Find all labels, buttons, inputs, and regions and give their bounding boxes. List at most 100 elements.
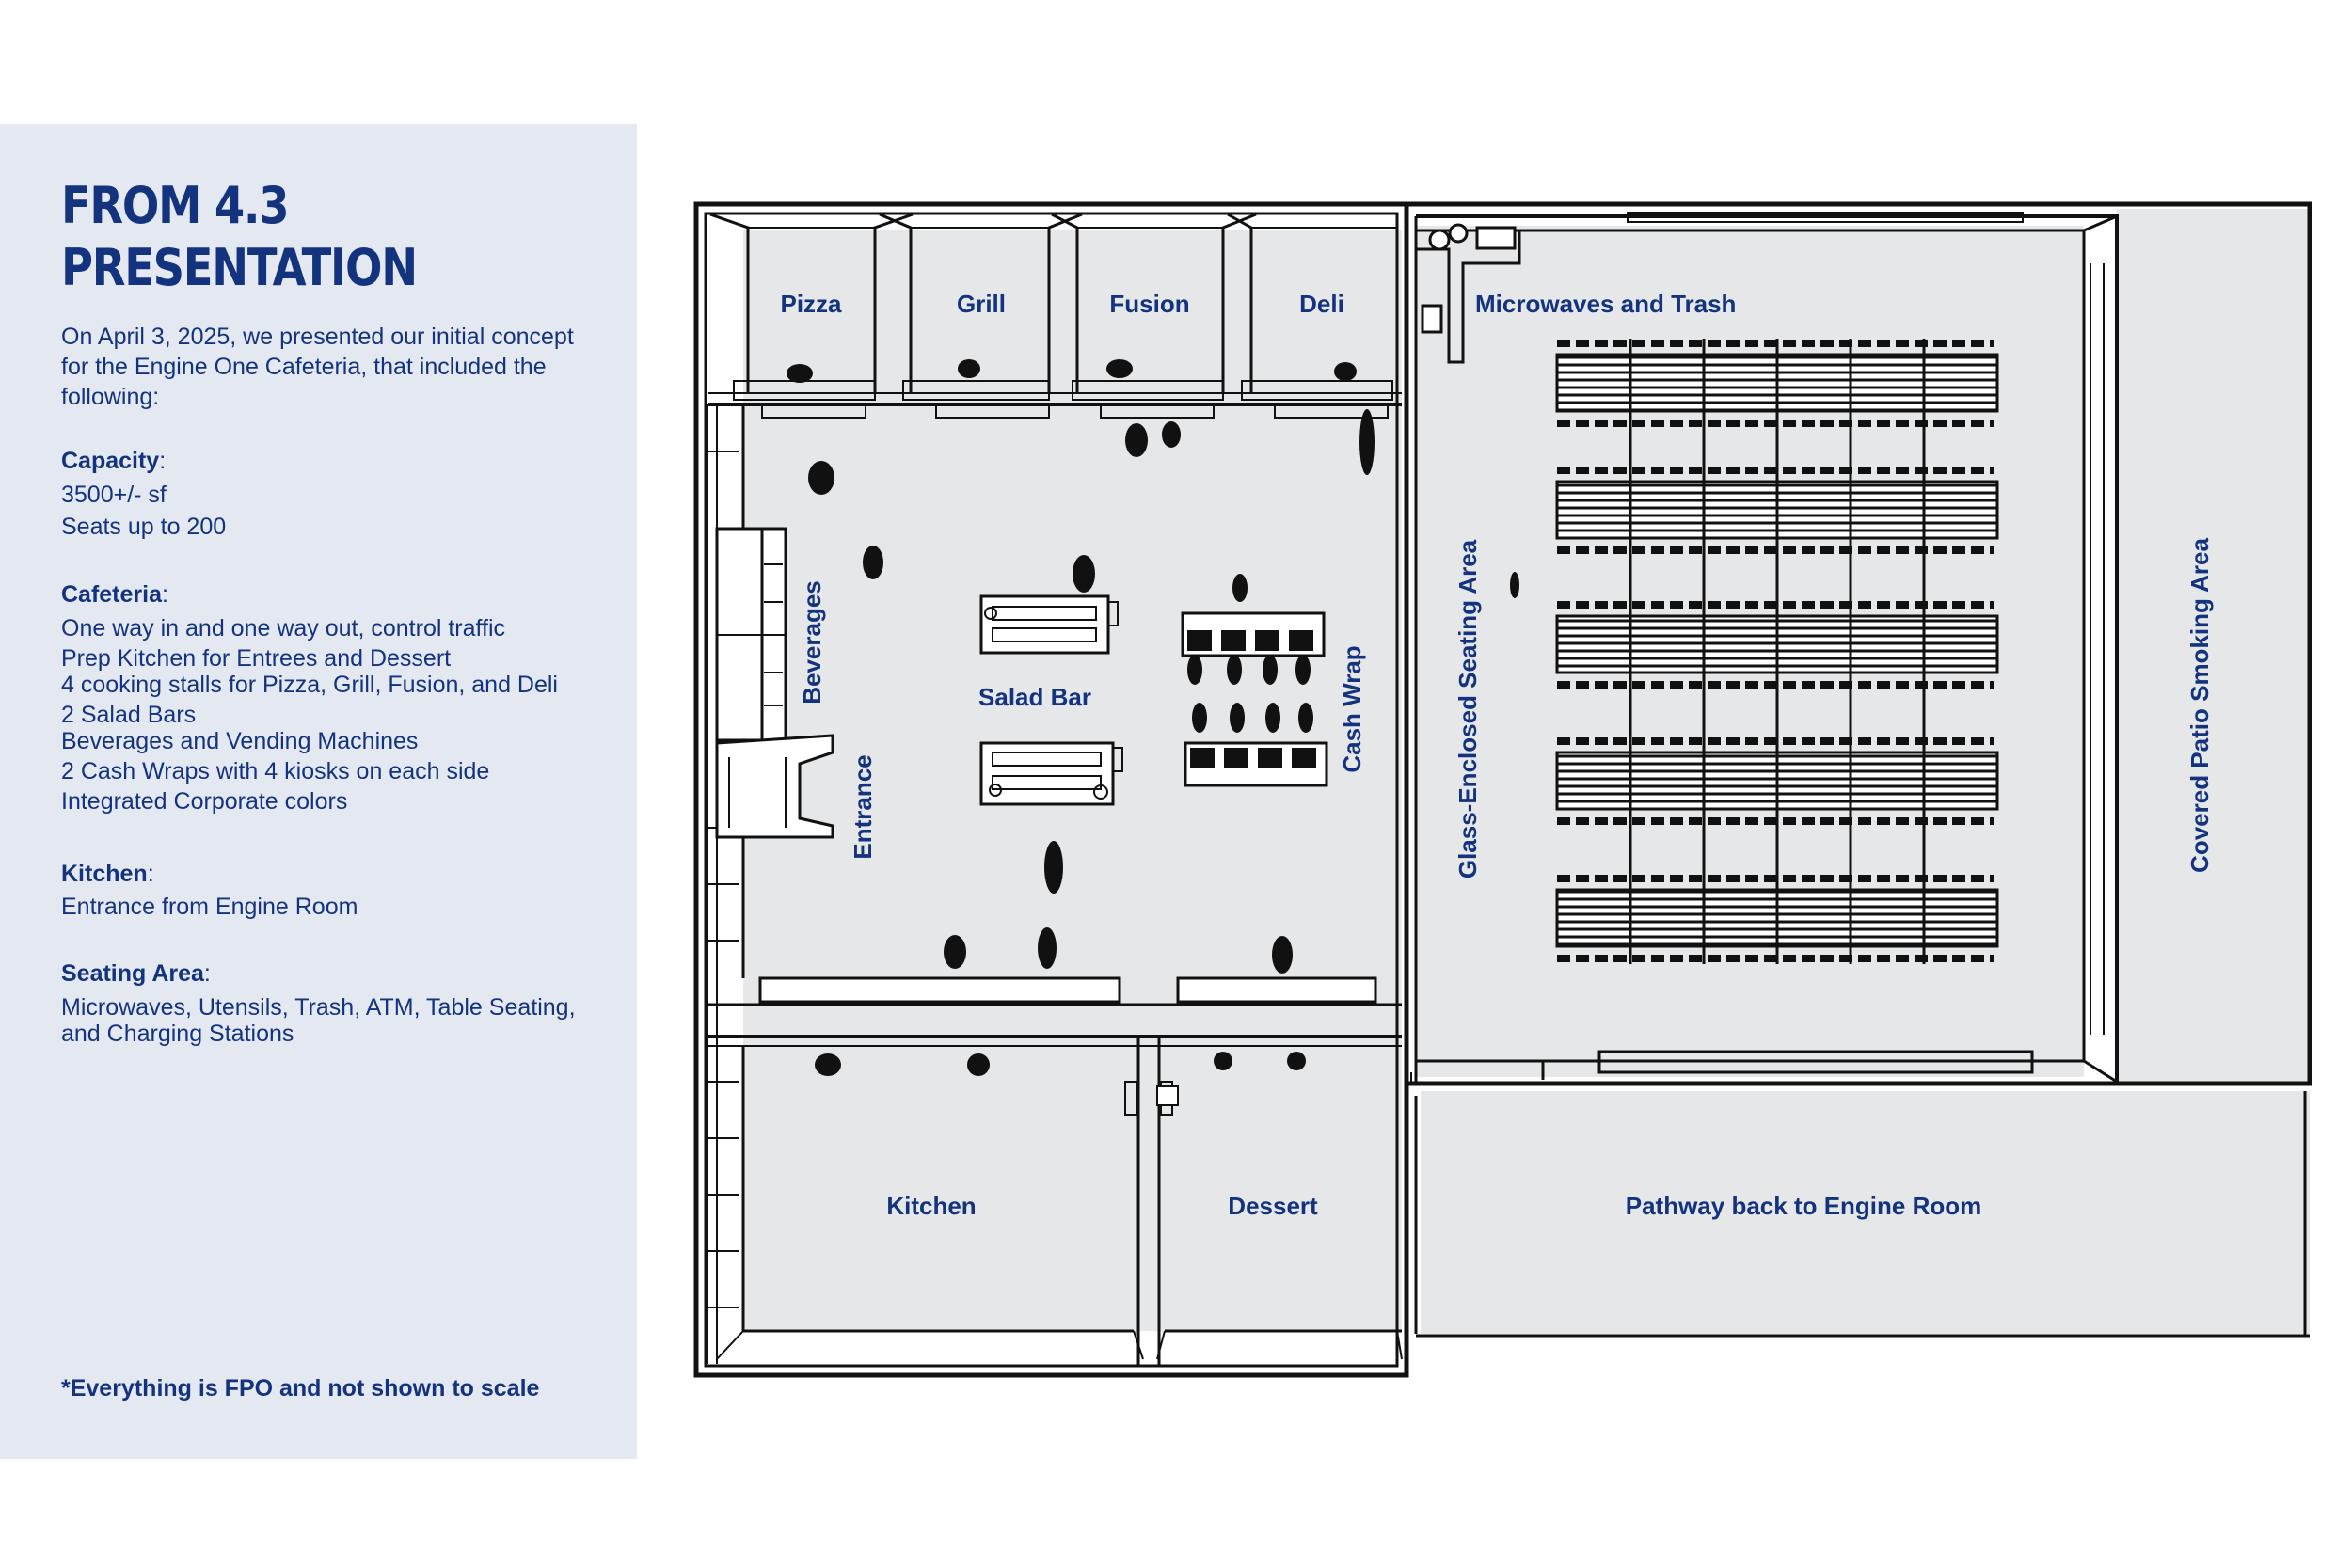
salad-bar-bowl: [1093, 784, 1108, 800]
person-icon: [1298, 703, 1313, 733]
person-icon: [1230, 703, 1245, 733]
stall-counter: [1072, 380, 1224, 401]
person-icon: [958, 359, 980, 378]
serving-counter-right: [1176, 976, 1377, 1004]
bottom-window-strip: [1597, 1050, 2034, 1074]
door: [1156, 1085, 1179, 1106]
corner: [716, 1330, 744, 1360]
person-icon: [1227, 655, 1242, 685]
person-icon: [1073, 555, 1095, 593]
person-icon: [1265, 703, 1280, 733]
label-pathway-back-to-engine-room: Pathway back to Engine Room: [1626, 1192, 1982, 1220]
walls: [693, 201, 2312, 1378]
salad-bar-tray: [992, 752, 1102, 767]
person-icon: [1272, 936, 1293, 974]
kiosk: [1187, 630, 1212, 651]
label-dessert: Dessert: [1228, 1192, 1318, 1220]
section-heading-capacity: Capacity:: [61, 448, 167, 474]
label-kitchen: Kitchen: [886, 1192, 976, 1220]
kiosk: [1255, 630, 1279, 651]
seating-corner: [2083, 214, 2118, 232]
salad-bar-top: [979, 594, 1110, 655]
cafeteria-inner-wall: [704, 212, 1399, 1368]
seating-area-list: Microwaves, Utensils, Trash, ATM, Table …: [61, 992, 626, 1049]
person-icon: [1295, 655, 1311, 685]
stall-ledge: [935, 404, 1050, 419]
person-icon: [815, 1053, 841, 1076]
info-panel: [0, 124, 637, 1459]
person-icon: [1125, 423, 1148, 457]
person-icon: [1187, 655, 1202, 685]
stall-counter: [1241, 380, 1393, 401]
label-glass-enclosed-seating-area: Glass-Enclosed Seating Area: [1454, 539, 1482, 879]
kiosk: [1224, 748, 1248, 768]
salad-bar-tray: [992, 606, 1097, 621]
door-jamb: [1124, 1081, 1137, 1116]
salad-bar-bowl: [989, 784, 1002, 797]
footnote: *Everything is FPO and not shown to scal…: [61, 1375, 540, 1402]
list-item: 3500+/- sf: [61, 482, 167, 508]
kitchen-list: Entrance from Engine Room: [61, 892, 626, 922]
person-icon: [1192, 703, 1207, 733]
panel-title: FROM 4.3 PRESENTATION: [61, 176, 418, 297]
table-dividers: [1629, 339, 1926, 964]
panel-intro: On April 3, 2025, we presented our initi…: [61, 324, 574, 410]
room-labels: Pizza Grill Fusion Deli Microwaves and T…: [780, 290, 2214, 1220]
serving-counter-left: [758, 976, 1121, 1004]
kiosk: [1292, 748, 1316, 768]
seating-corner: [2083, 1059, 2118, 1084]
section-heading-cafeteria: Cafeteria:: [61, 581, 168, 608]
person-icon: [1263, 655, 1278, 685]
seating-outer-wall: [1406, 201, 2312, 1086]
list-item: and Charging Stations: [61, 1021, 294, 1047]
corner: [1396, 1330, 1403, 1360]
list-item: Entrance from Engine Room: [61, 894, 358, 920]
salad-bar-bowl: [984, 607, 997, 620]
person-icon: [1287, 1052, 1306, 1070]
section-heading-kitchen: Kitchen:: [61, 861, 154, 887]
label-pizza: Pizza: [780, 290, 842, 318]
stall-ledge: [761, 404, 866, 419]
vending-machine: [715, 734, 834, 839]
stall-counter: [902, 380, 1050, 401]
seating-inner-frame: [1416, 229, 2086, 1063]
trash-bin: [1428, 229, 1451, 251]
corner: [1156, 1330, 1166, 1360]
section-heading-seating-area: Seating Area:: [61, 960, 211, 987]
person-icon: [1162, 421, 1181, 448]
kiosk: [1289, 630, 1313, 651]
people: [787, 359, 1519, 1076]
person-icon: [863, 546, 883, 579]
salad-bar-tray: [992, 775, 1102, 790]
list-item: One way in and one way out, control traf…: [61, 615, 506, 641]
person-icon: [1106, 359, 1133, 378]
list-item: Integrated Corporate colors: [61, 788, 348, 815]
list-item: Prep Kitchen for Entrees and Dessert: [61, 645, 452, 672]
kiosk: [1190, 748, 1215, 768]
label-deli: Deli: [1299, 290, 1344, 318]
salad-bar-end: [1112, 747, 1123, 772]
cafeteria-list: One way in and one way out, control traf…: [61, 613, 626, 816]
list-item: Beverages and Vending Machines: [61, 728, 419, 754]
list-item: 2 Salad Bars: [61, 702, 197, 728]
kiosks: [1187, 630, 1316, 768]
person-icon: [944, 935, 966, 969]
stall-ledge: [1274, 404, 1389, 419]
person-icon: [1334, 362, 1357, 381]
label-covered-patio-smoking-area: Covered Patio Smoking Area: [2185, 538, 2214, 873]
atm: [1421, 304, 1443, 334]
person-icon: [1510, 572, 1519, 598]
list-item: Seats up to 200: [61, 514, 227, 540]
person-icon: [808, 461, 834, 495]
pathway-floor: [1421, 1091, 2310, 1334]
label-beverages: Beverages: [798, 580, 826, 705]
person-icon: [787, 364, 813, 383]
label-entrance: Entrance: [849, 754, 877, 859]
capacity-list: 3500+/- sf Seats up to 200: [61, 480, 626, 542]
person-icon: [967, 1053, 990, 1076]
salad-bar-end: [1107, 601, 1119, 626]
microwave-station: [1416, 230, 1521, 364]
trash-bin: [1448, 223, 1469, 244]
person-icon: [1214, 1052, 1232, 1070]
